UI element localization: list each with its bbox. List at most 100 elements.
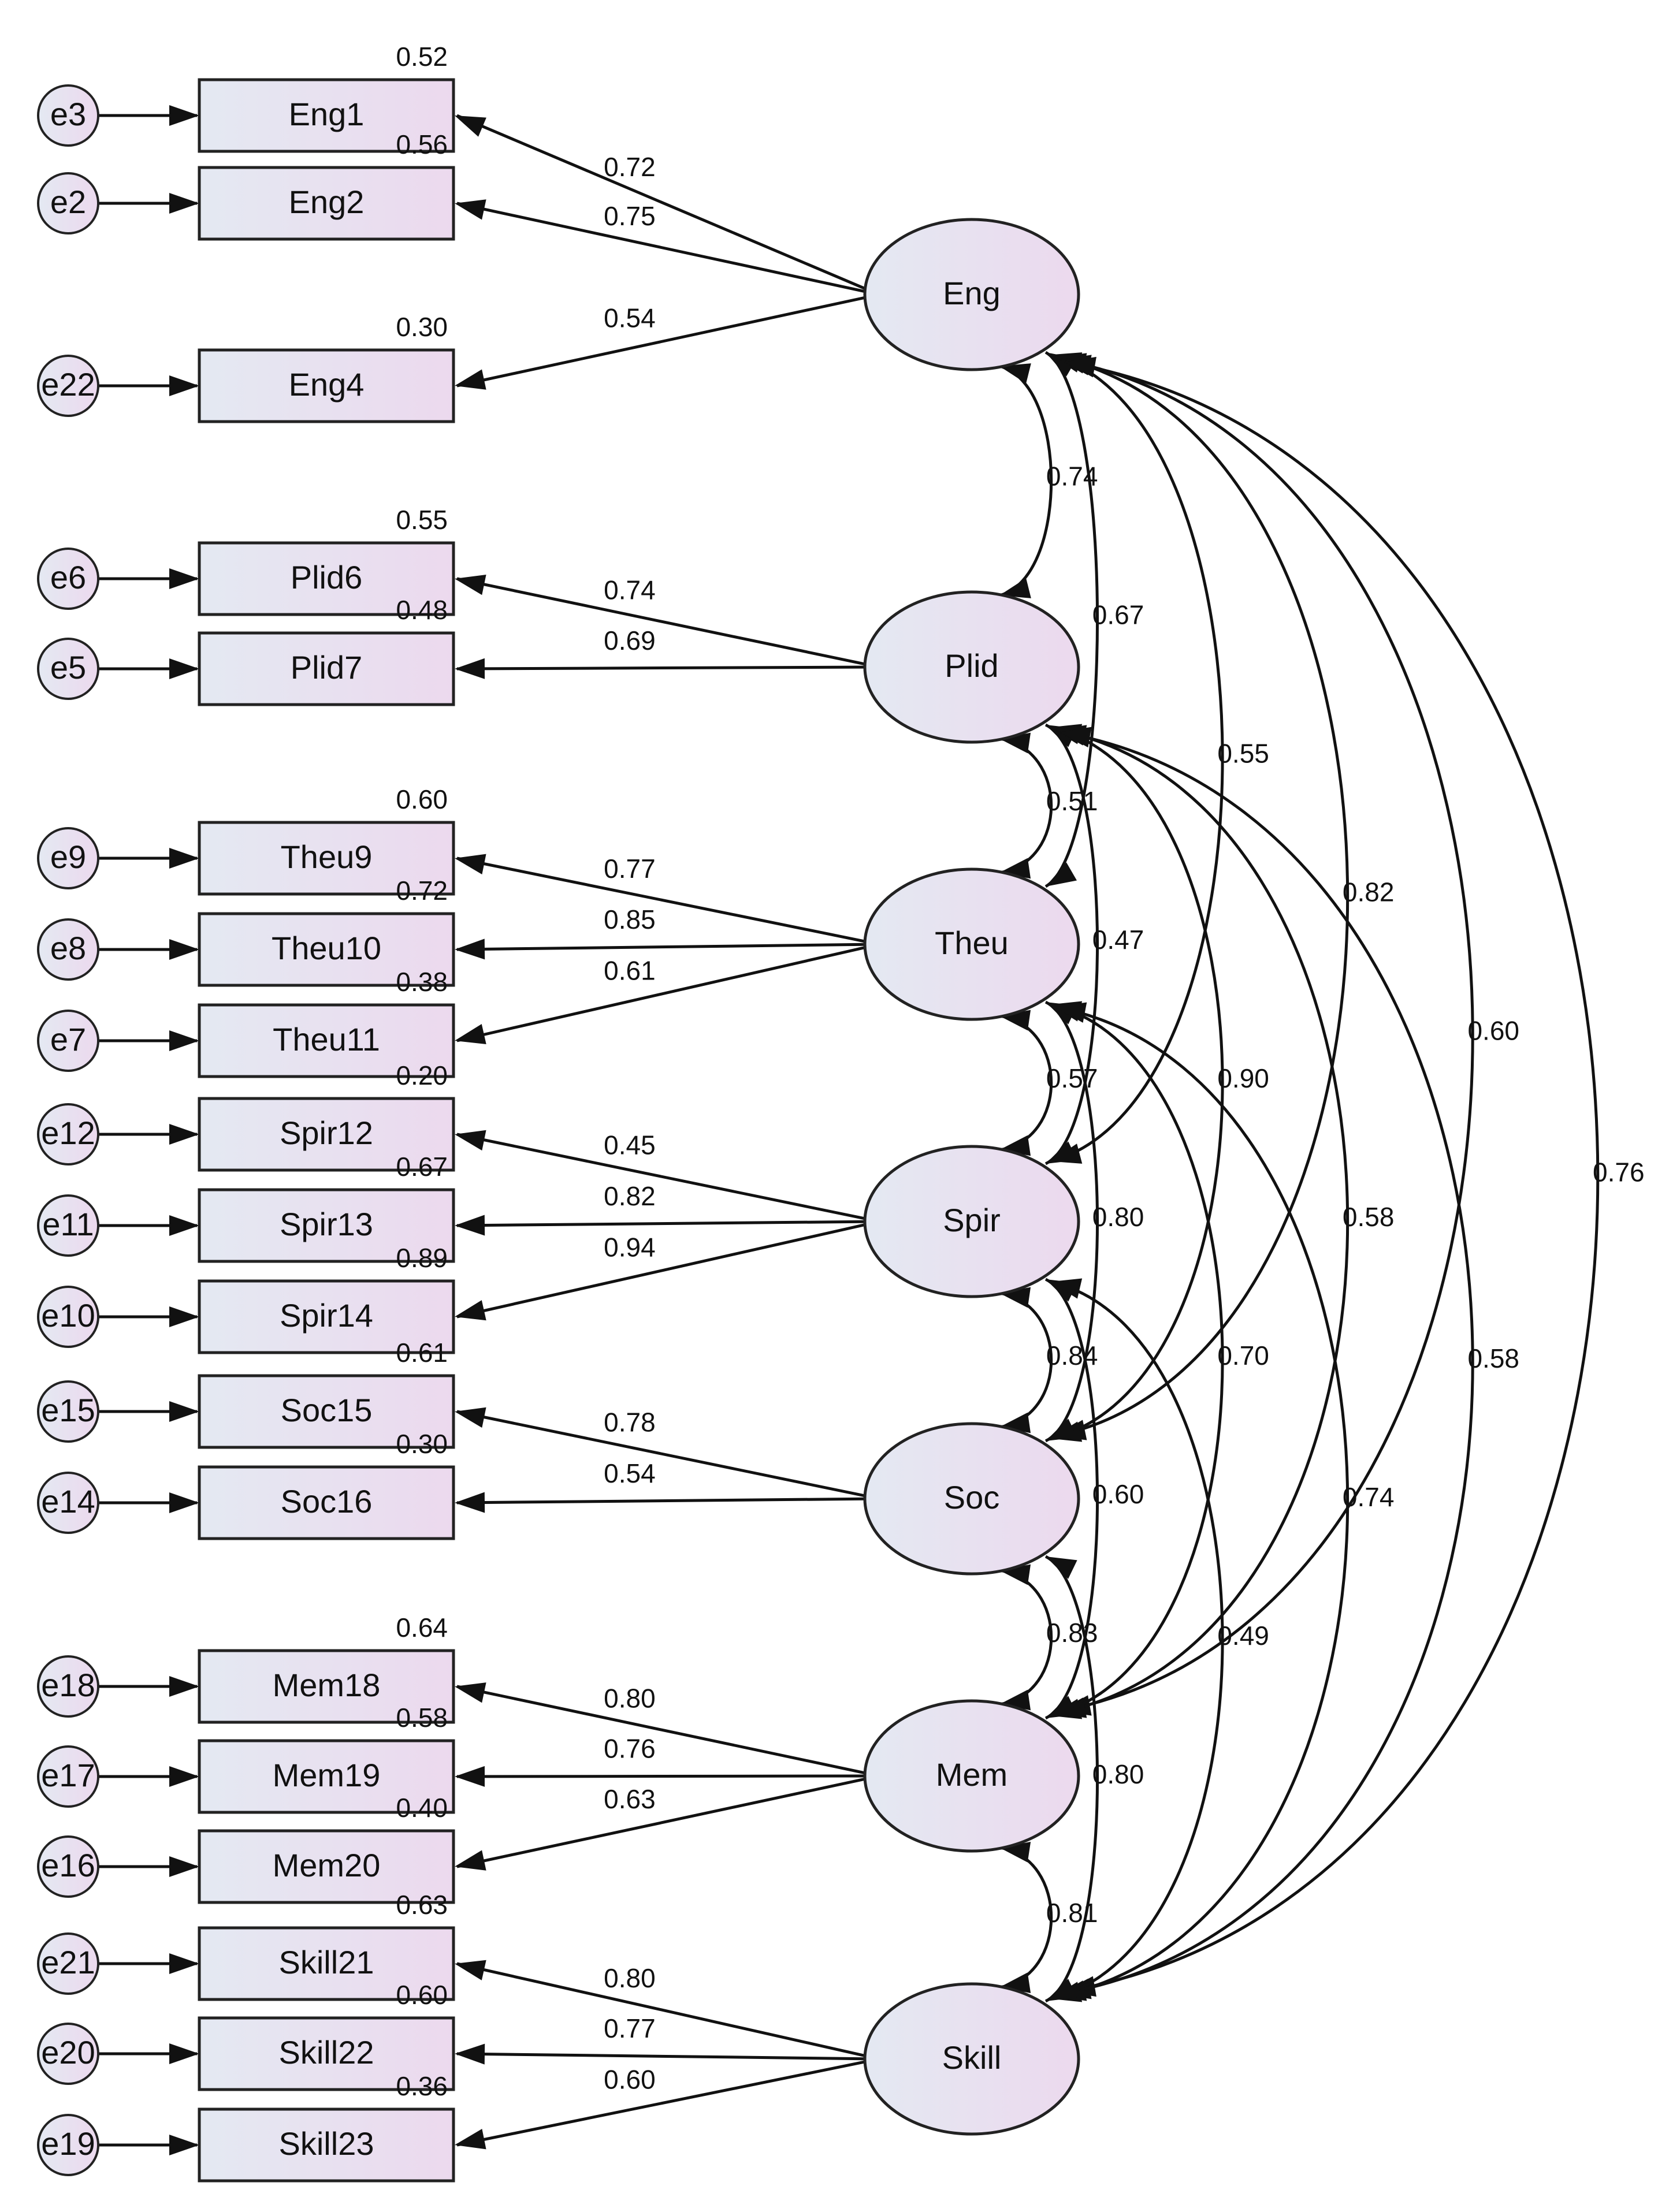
correlation-arc <box>999 1846 1053 1989</box>
latent-factor-ellipse <box>863 1699 1080 1853</box>
correlation-label: 0.74 <box>1343 1482 1395 1512</box>
loading-arrowhead <box>455 574 486 595</box>
loading-label: 0.60 <box>604 2064 656 2094</box>
error-label: e18 <box>41 1667 95 1703</box>
r-squared-label: 0.56 <box>396 129 448 159</box>
observed-variable-box <box>198 1739 455 1814</box>
loading-path <box>456 1410 871 1499</box>
observed-variable-box <box>198 1926 455 2001</box>
loading-arrowhead <box>455 1850 486 1871</box>
loading-path <box>456 2059 871 2147</box>
loading-label: 0.77 <box>604 2013 656 2043</box>
error-term <box>37 2114 99 2176</box>
observed-variable-label: Skill21 <box>279 1944 374 1980</box>
loading-label: 0.54 <box>604 303 656 333</box>
error-arrowhead <box>169 375 199 396</box>
r-squared-label: 0.40 <box>396 1793 448 1823</box>
loading-path <box>456 1774 871 1778</box>
loading-path <box>456 577 871 667</box>
observed-variable-label: Mem20 <box>273 1847 381 1883</box>
loading-path <box>456 943 871 951</box>
error-arrowhead <box>169 848 199 869</box>
loading-label: 0.61 <box>604 956 656 986</box>
r-squared-label: 0.48 <box>396 595 448 625</box>
correlation-arrowhead <box>1046 1979 1077 2001</box>
observed-variable-label: Eng1 <box>289 96 365 132</box>
error-term <box>37 1103 99 1165</box>
error-label: e17 <box>41 1757 95 1793</box>
node-layer <box>37 78 1080 2183</box>
error-arrowhead <box>169 1124 199 1145</box>
observed-variable-box <box>198 2016 455 2091</box>
correlation-arrowhead <box>1046 1556 1077 1579</box>
error-label: e19 <box>41 2125 95 2162</box>
observed-variable-box <box>198 2107 455 2183</box>
error-label: e5 <box>50 649 86 686</box>
correlation-label: 0.67 <box>1092 600 1144 630</box>
loading-path <box>456 857 871 944</box>
loading-path <box>456 665 871 671</box>
observed-variable-box <box>198 912 455 987</box>
error-arrowhead <box>169 1676 199 1697</box>
observed-variable-box <box>198 631 455 706</box>
correlation-arrowhead <box>1055 1002 1087 1023</box>
correlation-label: 0.74 <box>1046 461 1098 491</box>
correlation-label: 0.60 <box>1092 1479 1144 1509</box>
loading-arrowhead <box>455 1766 485 1787</box>
correlation-label: 0.80 <box>1092 1759 1144 1789</box>
loading-arrowhead <box>455 1130 486 1151</box>
error-label: e3 <box>50 96 86 132</box>
correlation-arc <box>1050 353 1224 1163</box>
r-squared-label: 0.63 <box>396 1890 448 1920</box>
loading-arrowhead <box>455 369 486 390</box>
observed-variable-box <box>198 166 455 241</box>
correlation-label: 0.57 <box>1046 1063 1098 1093</box>
error-term <box>37 172 99 234</box>
correlation-arc <box>999 1014 1053 1152</box>
latent-factor-label: Theu <box>935 925 1009 961</box>
loading-arrowhead <box>455 1300 486 1321</box>
correlation-arc <box>1044 1555 1099 2003</box>
r-squared-label: 0.20 <box>396 1060 448 1090</box>
loading-path <box>456 2052 871 2061</box>
latent-factor-label: Soc <box>944 1479 1000 1515</box>
observed-variable-label: Spir12 <box>280 1115 373 1151</box>
r-squared-label: 0.52 <box>396 42 448 72</box>
observed-variable-box <box>198 541 455 616</box>
latent-factor-ellipse <box>863 1145 1080 1298</box>
correlation-label: 0.76 <box>1593 1157 1645 1187</box>
error-arrowhead <box>169 1306 199 1327</box>
observed-variable-box <box>198 1097 455 1172</box>
error-arrowhead <box>169 939 199 960</box>
latent-factor-ellipse <box>863 218 1080 371</box>
correlation-arc <box>1044 1278 1099 1720</box>
observed-variable-label: Plid6 <box>291 559 363 595</box>
error-term <box>37 1194 99 1257</box>
correlation-arrowhead <box>1046 1418 1077 1441</box>
loading-path <box>456 114 871 293</box>
correlation-arc <box>1055 728 1350 1715</box>
error-arrowhead <box>169 568 199 589</box>
error-term <box>37 1745 99 1808</box>
correlation-label: 0.90 <box>1217 1063 1269 1093</box>
error-term <box>37 548 99 610</box>
loading-label: 0.69 <box>604 625 656 656</box>
correlation-arc <box>1050 725 1224 1440</box>
r-squared-label: 0.60 <box>396 784 448 814</box>
observed-variable-box <box>198 1188 455 1263</box>
loading-arrowhead <box>455 116 486 137</box>
loading-label: 0.78 <box>604 1407 656 1438</box>
error-arrowhead <box>169 1856 199 1877</box>
correlation-label: 0.80 <box>1092 1202 1144 1232</box>
correlation-arc <box>1060 731 1474 1995</box>
error-arrowhead <box>169 1492 199 1513</box>
observed-variable-label: Skill22 <box>279 2034 374 2071</box>
r-squared-label: 0.58 <box>396 1703 448 1733</box>
loading-layer <box>98 105 871 2155</box>
error-label: e21 <box>41 1944 95 1980</box>
observed-variable-box <box>198 1649 455 1724</box>
correlation-label: 0.84 <box>1046 1340 1098 1371</box>
correlation-arc <box>1044 351 1099 888</box>
correlation-arrowhead <box>999 363 1031 384</box>
